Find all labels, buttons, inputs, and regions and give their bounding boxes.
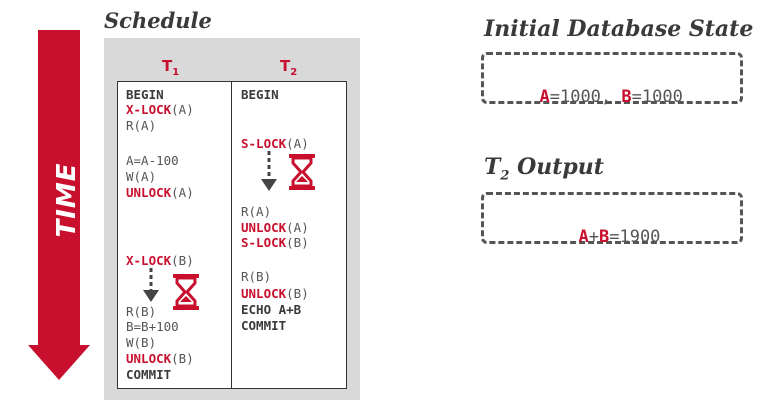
time-arrow-icon: [28, 30, 90, 380]
t1-compute-b: B=B+100: [126, 319, 179, 334]
hourglass-icon: [289, 154, 315, 190]
wait-arrow-icon: [261, 151, 277, 191]
t1-header: T1: [162, 57, 180, 78]
output-box: [481, 192, 743, 244]
t2-begin: BEGIN: [241, 87, 279, 102]
t2-header: T2: [280, 57, 298, 78]
t1-xlock-a: X-LOCK(A): [126, 102, 194, 117]
output-value: A+B=1900: [578, 227, 661, 247]
t2-echo: ECHO A+B: [241, 302, 302, 317]
schedule-table: [117, 81, 347, 389]
t1-unlock-b: UNLOCK(B): [126, 351, 194, 366]
t1-read-a: R(A): [126, 118, 157, 133]
t2-slock-a: S-LOCK(A): [241, 136, 309, 151]
t2-read-a: R(A): [241, 204, 272, 219]
t1-commit: COMMIT: [126, 367, 172, 382]
t1-write-a: W(A): [126, 169, 157, 184]
t2-commit: COMMIT: [241, 318, 287, 333]
initial-state-box: [481, 52, 743, 104]
t1-compute-a: A=A-100: [126, 153, 179, 168]
schedule-title: Schedule: [104, 8, 212, 33]
t1-xlock-b: X-LOCK(B): [126, 253, 194, 268]
t2-slock-b: S-LOCK(B): [241, 235, 309, 250]
wait-arrow-icon: [143, 268, 159, 302]
t1-unlock-a: UNLOCK(A): [126, 185, 194, 200]
t1-begin: BEGIN: [126, 87, 164, 102]
t1-write-b: W(B): [126, 335, 157, 350]
time-label: TIME: [52, 162, 82, 238]
initial-state-title: Initial Database State: [484, 16, 754, 42]
t2-unlock-b: UNLOCK(B): [241, 286, 309, 301]
t1-read-b: R(B): [126, 304, 157, 319]
hourglass-icon: [173, 274, 199, 310]
t2-read-b: R(B): [241, 269, 272, 284]
initial-state-values: A=1000, B=1000: [539, 87, 683, 107]
t2-unlock-a: UNLOCK(A): [241, 220, 309, 235]
output-title: T2 Output: [484, 154, 604, 184]
column-divider: [231, 81, 232, 389]
